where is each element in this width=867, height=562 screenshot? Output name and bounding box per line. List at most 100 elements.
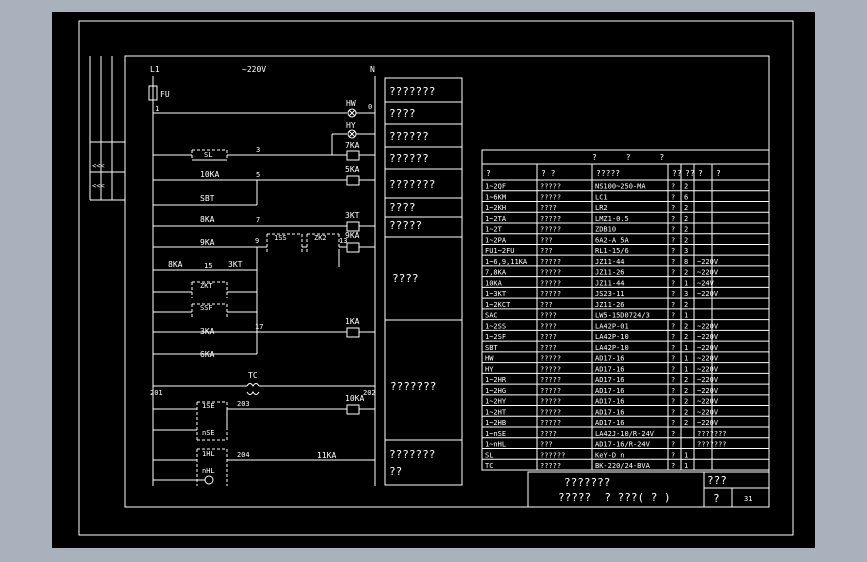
table-cell: AD17-16 [595,365,625,373]
table-cell: ~220V [697,387,719,395]
table-cell: ????? [540,269,561,277]
contact-6ka-label: 6KA [200,350,215,359]
table-cell: ? [671,312,675,320]
table-row: FU1~2FU???RL1-15/6?3 [482,247,769,256]
table-cell: ? [671,387,675,395]
table-cell: ? [671,462,675,470]
table-cell: ~220V [697,419,719,427]
table-cell: ????? [540,279,561,287]
contact-11ka-label: 11KA [317,451,336,460]
table-cell: 1~2SF [485,333,506,341]
switch-sl-label: SL [204,151,212,159]
table-cell: 2 [684,301,688,309]
transformer-tc-label: TC [248,371,258,380]
title-block-cell-1: ??? [707,474,727,487]
table-cell: LA42P-10 [595,333,629,341]
table-cell: ? [671,430,675,438]
node-1: 1 [155,105,159,113]
fuse-label: FU [160,90,170,99]
lamp-hy-label: HY [346,121,356,130]
transformer-primary [246,383,260,387]
table-cell: ? [671,279,675,287]
table-cell: AD17-16 [595,408,625,416]
table-cell: ???? [540,312,557,320]
switch-zk2-label: ZK2 [314,234,327,242]
table-row: 1~2QF?????NS100~250-MA?2 [482,183,769,192]
neutral-label: N [370,65,375,74]
table-cell: ? [671,376,675,384]
table-cell: ??????? [697,441,727,449]
switch-1ss-label: 1SS [274,234,287,242]
parts-table: ? ? ? ?? ???????????? 1~2QF?????NS100~25… [481,149,770,471]
table-cell: ~220V [697,344,719,352]
table-cell: ? [671,333,675,341]
drawing-border [78,20,794,536]
table-cell: 1~2KH [485,204,506,212]
table-cell: 2 [684,204,688,212]
table-header-6: ? [716,169,721,178]
lamp-1hl-label: 1HL [202,450,215,458]
function-label-9: ??????? [390,380,436,393]
table-cell: 6A2-A 5A [595,236,630,244]
table-row: 1~2HB?????AD17-16?2~220V [482,419,769,428]
table-cell: ??? [540,441,553,449]
table-cell: SL [485,451,493,459]
table-row: SAC????LW5-15D0724/3?1 [482,312,769,321]
table-cell: LMZ1-0.5 [595,215,629,223]
title-block: ??????? ????? ? ???( ? ) ??? ? 31 [527,471,770,508]
table-cell: 1~2HT [485,408,507,416]
coil-1ka-label: 1KA [345,317,360,326]
button-sbt-label: SBT [200,194,215,203]
table-row: 1~2KH????LR2?2 [482,204,769,213]
table-cell: FU1~2FU [485,247,515,255]
table-cell: KeY-D n [595,451,625,459]
table-cell: 1~2KCT [485,301,511,309]
table-cell: AD17-16 [595,355,625,363]
coil-3kt-label: 3KT [345,211,360,220]
table-cell: 2 [684,215,688,223]
table-cell: BK-220/24-BVA [595,462,651,470]
node-13: 13 [339,237,347,245]
node-7: 7 [256,216,260,224]
node-0: 0 [368,103,372,111]
function-label-8: ???? [392,272,419,285]
title-block-cell-2: ? [713,492,720,505]
table-cell: ~24V [697,279,715,287]
table-cell: ? [671,193,675,201]
table-header-1: ? ? [541,169,556,178]
table-cell: ???? [540,322,557,330]
table-cell: LW5-15D0724/3 [595,312,650,320]
coil-3kt [346,221,360,232]
function-label-3: ?????? [389,130,429,143]
table-row: 1~6KM?????LC1?6 [482,193,769,202]
table-cell: AD17-16 [595,387,625,395]
table-cell: LA42P-01 [595,322,629,330]
table-cell: ? [671,365,675,373]
table-cell: 1~2HB [485,419,506,427]
table-cell: 1 [684,451,688,459]
table-cell: ? [671,408,675,416]
table-cell: ? [671,419,675,427]
table-row: 1~2HR?????AD17-16?2~220V [482,376,769,385]
coil-9ka-label: 9KA [345,231,360,240]
table-row: 1~2TA?????LMZ1-0.5?2 [482,215,769,224]
function-label-4: ?????? [389,152,429,165]
table-cell: ? [671,204,675,212]
function-label-5: ??????? [389,178,435,191]
table-row: 1~3KT?????JS23-11?3~220V [482,290,769,299]
table-cell: ????? [540,215,561,223]
table-cell: 2 [684,419,688,427]
table-cell: ~220V [697,355,719,363]
table-cell: ~220V [697,333,719,341]
table-cell: ? [671,183,675,191]
switch-ssf-label: SSF [200,304,213,312]
table-cell: 1~nHL [485,441,506,449]
table-row: 1~2T?????ZDB10?2 [482,226,769,235]
table-cell: 3 [684,247,688,255]
table-cell: ? [671,322,675,330]
table-cell: AD17-16 [595,376,625,384]
node-5: 5 [256,171,260,179]
table-cell: ~220V [697,258,719,266]
table-cell: ????? [540,290,561,298]
table-cell: ? [671,247,675,255]
